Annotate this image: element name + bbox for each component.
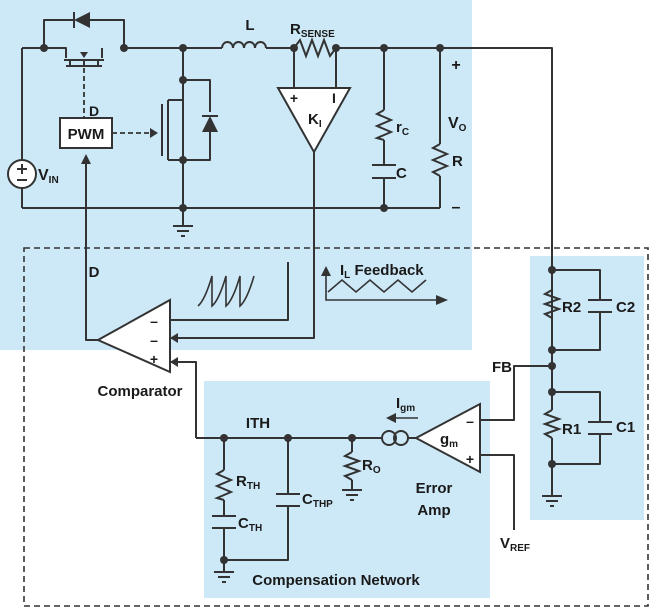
divider-ground-icon (542, 495, 562, 507)
sense-resistor-icon (293, 37, 337, 59)
cthp-label: CTHP (302, 491, 333, 510)
pwm-input-arrow-icon (81, 154, 91, 164)
igm-label: Igm (396, 395, 415, 414)
amp-label: Amp (417, 502, 450, 519)
c1-capacitor-icon (588, 421, 612, 435)
r1-label: R1 (562, 421, 581, 438)
il-axis-arrow-up-icon (321, 266, 331, 276)
rth-label: RTH (236, 473, 260, 492)
rsense-label: RSENSE (290, 21, 335, 40)
il-feedback-label: IL Feedback (340, 262, 424, 281)
comp-ground-icon (214, 571, 234, 583)
cth-capacitor-icon (212, 515, 236, 529)
comparator-label: Comparator (97, 383, 182, 400)
il-triangle-waveform (327, 278, 427, 294)
ro-ground-icon (342, 489, 362, 501)
ki-amplifier (276, 87, 352, 155)
il-feedback-axis (325, 276, 436, 301)
ro-resistor-icon (342, 451, 362, 481)
bypass-diode-wire (43, 19, 125, 48)
fb-label: FB (492, 359, 512, 376)
error-label: Error (416, 480, 453, 497)
c2-capacitor-icon (588, 299, 612, 313)
pwm-label: PWM (68, 126, 105, 143)
power-stage-panel (0, 0, 472, 350)
ith-label: ITH (246, 415, 270, 432)
c2-label: C2 (616, 299, 635, 316)
c-label: C (396, 165, 407, 182)
r1-resistor-icon (542, 409, 562, 439)
ea-plus-label: + (466, 451, 474, 467)
ith-to-comparator-wire (170, 361, 197, 438)
c1-label: C1 (616, 419, 635, 436)
esr-resistor-icon (374, 109, 394, 141)
fb-wire (480, 365, 552, 421)
ro-label: RO (362, 457, 381, 476)
cthp-wire (224, 438, 289, 561)
vin-source-icon (7, 159, 37, 189)
comp-plus-label: + (150, 351, 158, 367)
vo-minus-label: – (452, 199, 461, 216)
ki-plus-label: + (290, 90, 298, 106)
inductor-icon (221, 41, 267, 49)
gate-arrow-icon (150, 128, 158, 138)
comp-plus-arrow-icon (170, 357, 178, 367)
cth-label: CTH (238, 515, 262, 534)
bypass-diode-icon (73, 12, 90, 28)
gm-label: gm (440, 431, 458, 450)
control-loop-boundary (23, 247, 649, 607)
il-axis-arrow-right-icon (436, 295, 448, 305)
comp-minus2-label: – (150, 332, 158, 348)
load-r-label: R (452, 153, 463, 170)
load-resistor-icon (430, 143, 450, 177)
output-capacitor-icon (372, 164, 396, 179)
junction-dots (40, 44, 556, 564)
slope-ramp-waveform (197, 275, 255, 308)
comp-minus1-label: – (150, 313, 158, 329)
ki-feedback-arrow-icon (170, 333, 178, 343)
vin-label: VIN (38, 167, 59, 186)
duty-feedback-wire (85, 162, 98, 341)
vref-wire (480, 454, 515, 530)
rth-resistor-icon (214, 469, 234, 501)
cthp-capacitor-icon (276, 493, 300, 507)
ki-label: KI (308, 111, 322, 130)
igm-arrow-icon (386, 413, 396, 423)
ramp-wire (170, 262, 289, 321)
r2-label: R2 (562, 299, 581, 316)
rc-label: rC (396, 119, 409, 138)
duty-d-label: D (89, 264, 100, 281)
ki-output-wire (170, 152, 315, 339)
error-amplifier (413, 402, 481, 474)
switch-node-wire (172, 48, 211, 208)
vo-label: VO (448, 115, 467, 134)
pwm-block (59, 117, 113, 149)
high-side-mosfet-icon (44, 47, 104, 67)
top-rail-wire (22, 47, 553, 347)
ea-minus-label: – (466, 413, 474, 429)
feedback-divider-panel (530, 256, 644, 520)
ki-minus-label: I (332, 90, 336, 106)
compensation-network-label: Compensation Network (252, 572, 420, 589)
ki-input-wires (293, 48, 337, 88)
freewheel-diode-icon (202, 115, 218, 132)
vref-label: VREF (500, 535, 530, 554)
gate-d-label: D (89, 103, 99, 119)
inductor-label: L (245, 17, 254, 34)
comparator (95, 298, 171, 374)
vo-plus-label: + (451, 57, 460, 74)
r2-resistor-icon (542, 289, 562, 319)
